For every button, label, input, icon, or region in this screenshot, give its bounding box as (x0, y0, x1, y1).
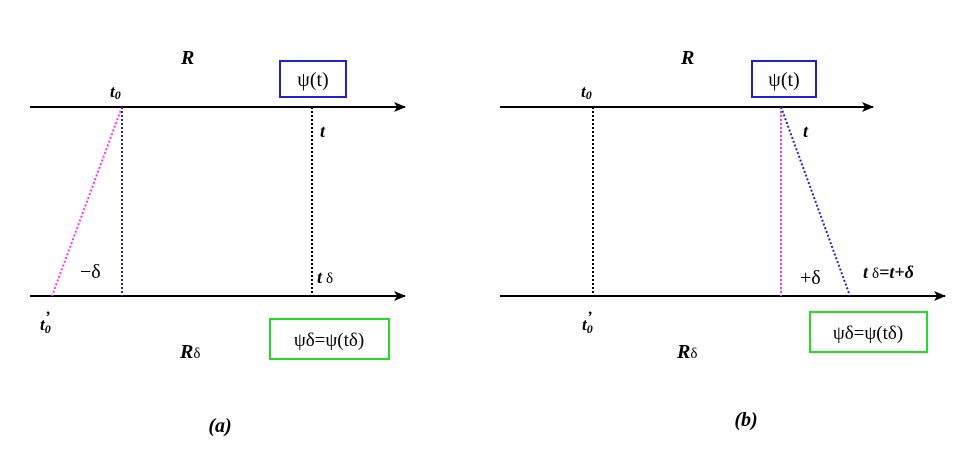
panel-a-t0-label: t0 (110, 82, 121, 102)
panel-a-t-label: t (320, 121, 326, 141)
panel-a-magenta-dotted-line (51, 106, 123, 297)
panel-b-t0-prime-label: t0’ (582, 309, 593, 336)
panel-b-psi-delta-text: ψδ=ψ(tδ) (833, 323, 903, 344)
panel-b-plus-delta-label: +δ (800, 267, 821, 289)
panel-a-psi-top-box (279, 60, 347, 98)
panel-a-frame-R-label: R (180, 47, 194, 69)
panel-b-t-label: t (803, 121, 809, 141)
panel-b-frame-R-delta-label: Rδ (676, 341, 697, 363)
panel-b-psi-top-box (751, 60, 817, 98)
panel-b-frame-R-label: R (680, 47, 694, 69)
panel-b-psi-bottom-box (809, 311, 928, 353)
panel-a-t0-prime-label: t0’ (40, 309, 51, 336)
panel-b-caption: (b) (734, 409, 757, 431)
panel-b-blue-dotted-line (780, 106, 851, 297)
panel-a-caption: (a) (208, 415, 231, 437)
panel-a-psi-bottom-box (269, 318, 390, 360)
panel-a-psi-t-text: ψ(t) (297, 69, 328, 91)
panel-a-psi-delta-text: ψδ=ψ(tδ) (294, 330, 364, 351)
panel-b-t0-label: t0 (581, 82, 592, 102)
panel-a-frame-R-delta-label: Rδ (179, 341, 200, 363)
panel-a-minus-delta-label: −δ (80, 261, 101, 283)
panel-b-psi-t-text: ψ(t) (768, 69, 799, 91)
